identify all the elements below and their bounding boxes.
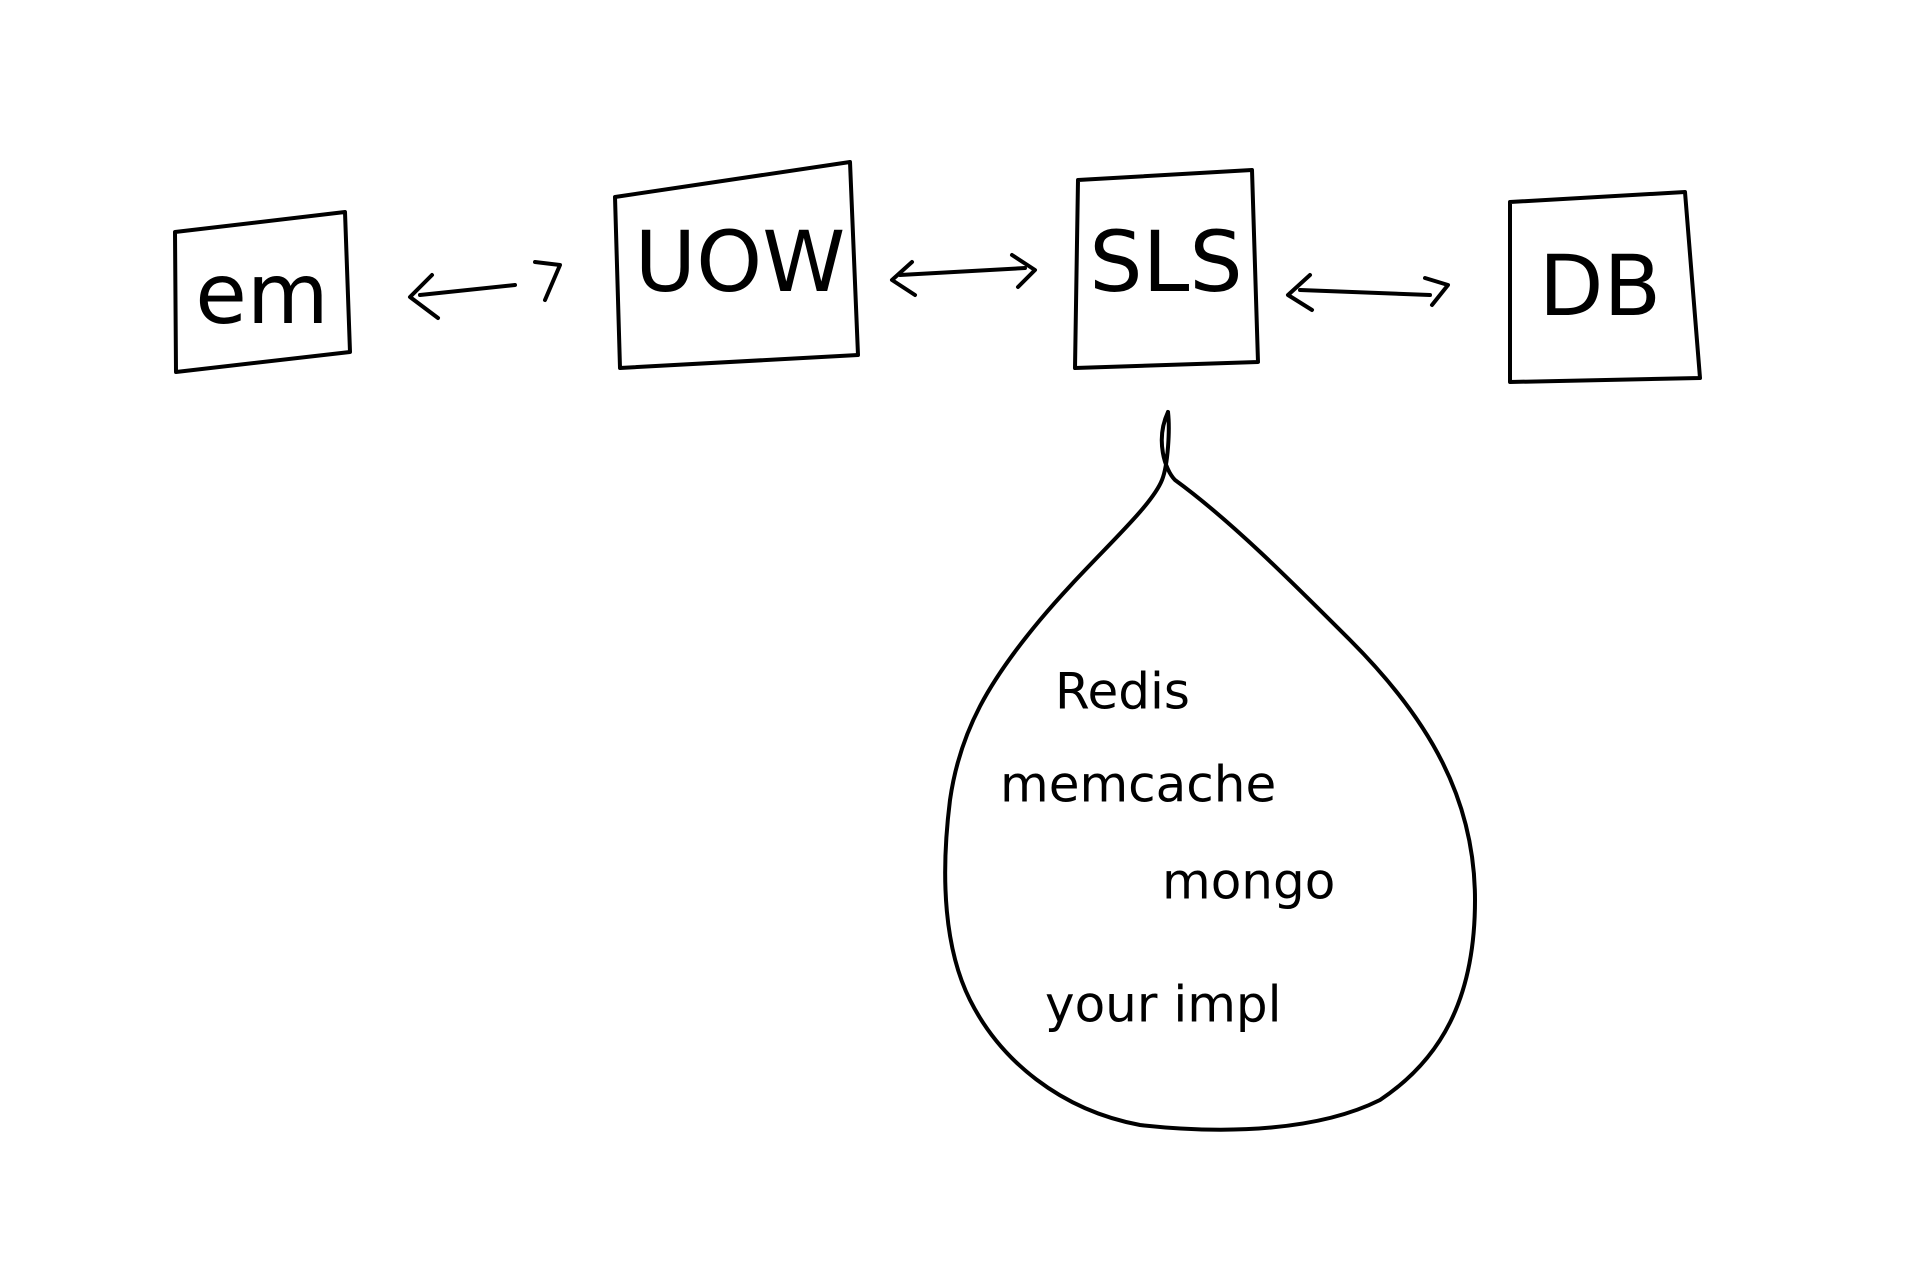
node-db: DB xyxy=(1508,190,1702,384)
arrowhead-left-icon xyxy=(890,260,917,297)
arrowhead-left-icon xyxy=(408,273,440,320)
connector-uow-sls-line xyxy=(898,266,1027,277)
connector-sls-db xyxy=(1286,273,1450,312)
impl-item-redis: Redis xyxy=(1055,663,1190,721)
connector-em-uow xyxy=(408,260,562,320)
connector-sls-db-line xyxy=(1298,288,1432,297)
arrowhead-right-icon xyxy=(1423,276,1450,307)
node-db-box xyxy=(1508,190,1702,384)
node-em-box xyxy=(173,210,352,374)
node-db-label: DB xyxy=(1539,237,1661,335)
arrowhead-left-icon xyxy=(1286,273,1314,312)
impl-item-mongo: mongo xyxy=(1162,853,1335,911)
connector-uow-sls xyxy=(890,253,1037,297)
node-em-label: em xyxy=(195,245,329,343)
impl-item-your-impl: your impl xyxy=(1045,976,1282,1034)
implementations-callout: Redis memcache mongo your impl xyxy=(943,410,1477,1132)
node-sls: SLS xyxy=(1073,168,1260,370)
node-uow: UOW xyxy=(613,160,860,370)
arrowhead-right-icon xyxy=(1010,253,1037,289)
callout-drop-shape xyxy=(943,410,1477,1132)
node-sls-label: SLS xyxy=(1089,213,1242,311)
impl-item-memcache: memcache xyxy=(1000,756,1276,814)
node-uow-label: UOW xyxy=(635,213,846,311)
connector-em-uow-line xyxy=(418,283,517,297)
arrowhead-right-icon xyxy=(533,260,562,302)
node-sls-box xyxy=(1073,168,1260,370)
node-uow-box xyxy=(613,160,860,370)
node-em: em xyxy=(173,210,352,374)
